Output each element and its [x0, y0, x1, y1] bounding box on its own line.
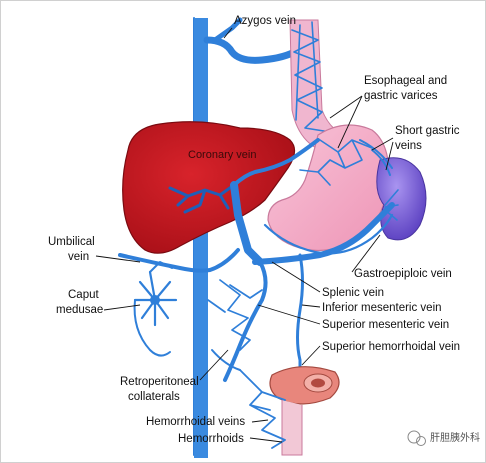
portal-vein	[230, 181, 264, 266]
leader-caput-medusae	[103, 304, 141, 311]
intrahepatic-portal-branches	[168, 183, 236, 214]
leader-superior-hemorrhoidal	[301, 345, 321, 366]
leader-esophageal	[329, 95, 363, 149]
hemorrhoidal-veins	[239, 369, 286, 449]
leader-hemorrhoids	[249, 437, 283, 443]
label-caput-medusae-1: Caput	[68, 289, 99, 301]
gastric-varices	[299, 139, 373, 186]
leader-gastroepiploic	[351, 234, 381, 273]
leader-superior-mesenteric	[257, 304, 321, 325]
splenic-vein	[252, 202, 395, 265]
label-gastroepiploic-vein: Gastroepiploic vein	[354, 268, 452, 280]
retroperitoneal-collateral-mesh	[207, 279, 263, 351]
leader-short-gastric	[371, 137, 394, 171]
inferior-mesenteric-vein	[296, 253, 304, 374]
esophageal-varices	[291, 21, 331, 133]
label-coronary-vein: Coronary vein	[188, 149, 256, 161]
label-inferior-mesenteric-vein: Inferior mesenteric vein	[322, 302, 442, 314]
label-esophageal-varices-1: Esophageal and	[364, 75, 447, 87]
leader-splenic	[271, 261, 321, 293]
watermark: 肝胆胰外科	[407, 430, 480, 446]
label-esophageal-varices-2: gastric varices	[364, 90, 438, 102]
label-superior-hemorrhoidal-vein: Superior hemorrhoidal vein	[322, 341, 460, 353]
coronary-vein	[232, 138, 320, 187]
azygos-vein	[203, 36, 302, 64]
label-umbilical-vein-1: Umbilical	[48, 236, 95, 248]
leader-hemorrhoidal-veins	[251, 419, 269, 423]
label-retroperitoneal-2: collaterals	[128, 391, 180, 403]
label-umbilical-vein-2: vein	[68, 251, 89, 263]
liver	[122, 121, 296, 254]
label-hemorrhoids: Hemorrhoids	[178, 433, 244, 445]
caput-medusae	[133, 261, 178, 357]
leader-azygos	[223, 27, 233, 39]
label-caput-medusae-2: medusae	[56, 304, 103, 316]
label-hemorrhoidal-veins: Hemorrhoidal veins	[146, 416, 245, 428]
label-superior-mesenteric-vein: Superior mesenteric vein	[322, 319, 449, 331]
label-splenic-vein: Splenic vein	[322, 287, 384, 299]
label-short-gastric-1: Short gastric	[395, 125, 460, 137]
rectum	[269, 366, 340, 456]
leader-umbilical	[95, 255, 141, 263]
leader-inferior-mesenteric	[301, 304, 321, 308]
superior-mesenteric-vein	[223, 260, 268, 382]
umbilical-vein	[118, 248, 240, 273]
watermark-text: 肝胆胰外科	[430, 431, 480, 444]
leader-retroperitoneal	[199, 349, 229, 381]
label-retroperitoneal-1: Retroperitoneal	[120, 376, 199, 388]
short-gastric-veins	[359, 139, 393, 176]
gastroepiploic-vein	[263, 213, 394, 255]
hemorrhoidal-connector	[211, 349, 241, 371]
label-short-gastric-2: veins	[395, 140, 422, 152]
label-azygos-vein: Azygos vein	[234, 15, 296, 27]
